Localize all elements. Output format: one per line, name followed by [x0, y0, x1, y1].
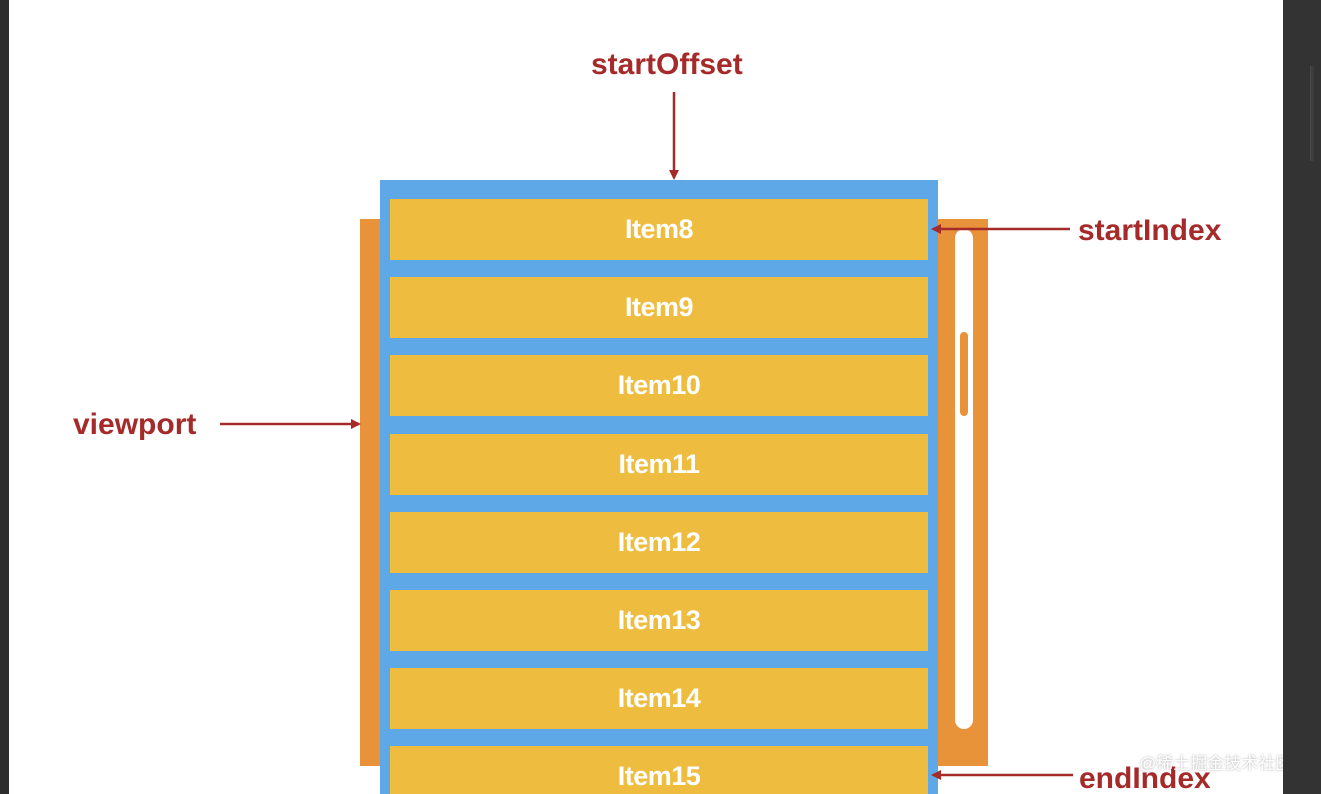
- start-index-label: startIndex: [1078, 214, 1222, 247]
- scrollbar-track: [955, 229, 973, 729]
- list-item: Item10: [390, 355, 928, 416]
- list-item: Item12: [390, 512, 928, 573]
- watermark: @稀土掘金技术社区: [1139, 754, 1283, 773]
- gutter-mark: [1310, 66, 1314, 161]
- list-item: Item11: [390, 434, 928, 495]
- viewport-label: viewport: [73, 408, 197, 441]
- list-item: Item15: [390, 746, 928, 794]
- window-right-gutter: [1283, 0, 1321, 794]
- diagram-canvas: Item8 Item9 Item10 Item11 Item12 Item13 …: [9, 0, 1283, 794]
- scrollbar-thumb: [960, 332, 968, 416]
- start-offset-label: startOffset: [591, 48, 743, 81]
- list-item: Item13: [390, 590, 928, 651]
- list-item: Item14: [390, 668, 928, 729]
- list-item: Item9: [390, 277, 928, 338]
- end-index-label: endIndex: [1079, 762, 1211, 794]
- list-item: Item8: [390, 199, 928, 260]
